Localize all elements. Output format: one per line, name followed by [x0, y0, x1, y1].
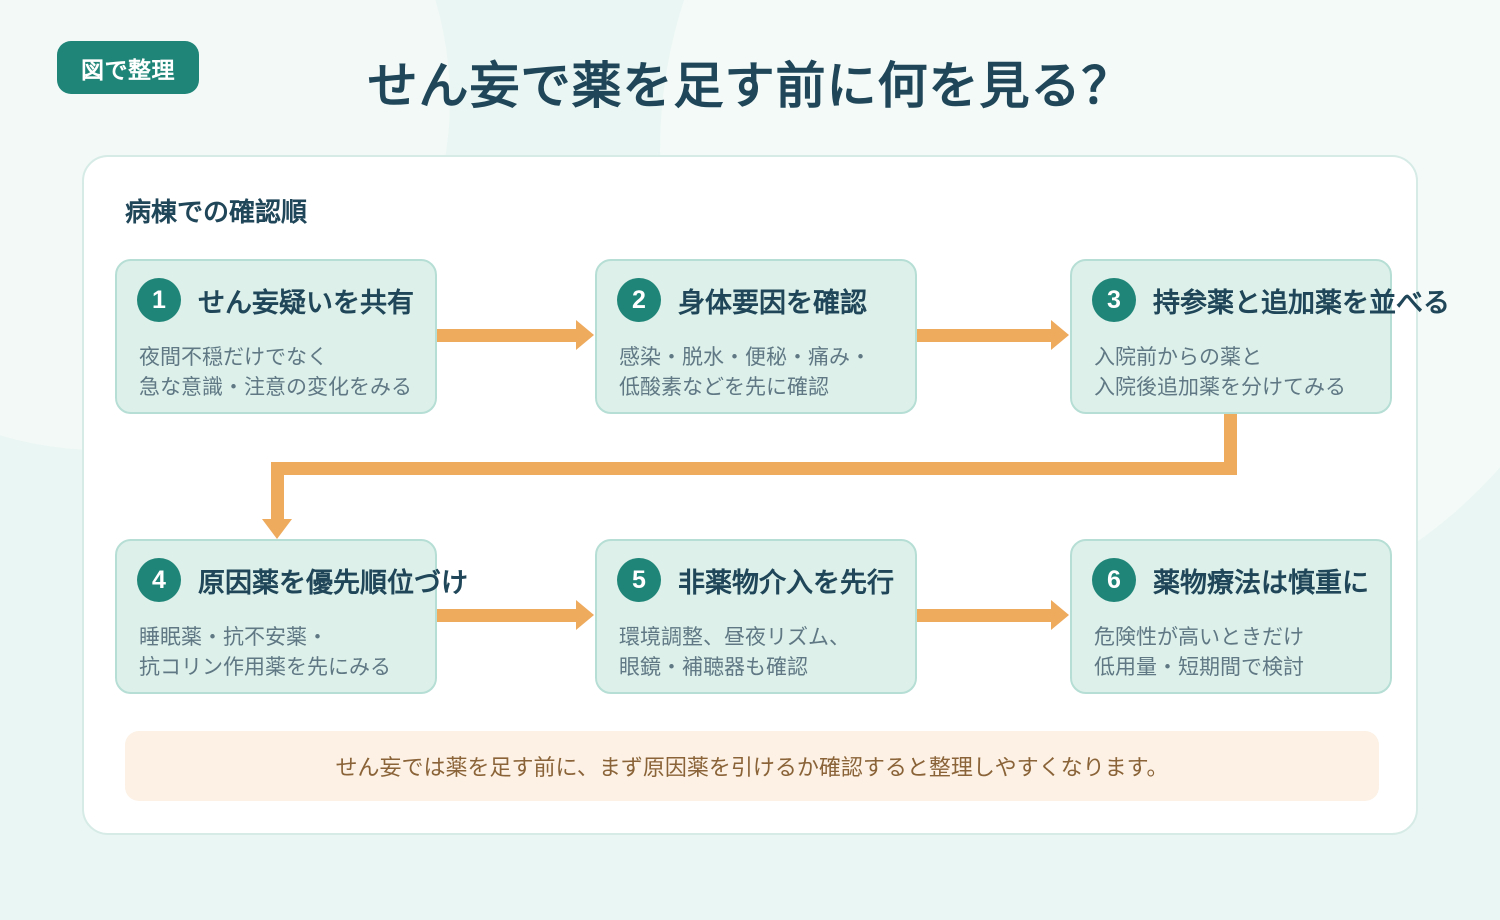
step-card-5[interactable]: 5 非薬物介入を先行 環境調整、昼夜リズム、 眼鏡・補聴器も確認 — [595, 539, 917, 694]
step-2-body: 感染・脱水・便秘・痛み・ 低酸素などを先に確認 — [619, 346, 871, 399]
step-6-header: 6 薬物療法は慎重に — [1092, 558, 1369, 602]
arrow-step4-to-step5 — [437, 600, 594, 630]
connector-step4-down — [271, 462, 284, 522]
step-5-title: 非薬物介入を先行 — [678, 567, 894, 598]
connector-step3-down — [1224, 414, 1237, 474]
step-1-number-badge: 1 — [137, 278, 181, 322]
step-4-number-badge: 4 — [137, 558, 181, 602]
step-card-1[interactable]: 1 せん妄疑いを共有 夜間不穏だけでなく 急な意識・注意の変化をみる — [115, 259, 437, 414]
step-card-3[interactable]: 3 持参薬と追加薬を並べる 入院前からの薬と 入院後追加薬を分けてみる — [1070, 259, 1450, 414]
step-5-body: 環境調整、昼夜リズム、 眼鏡・補聴器も確認 — [619, 626, 850, 679]
step-4-header: 4 原因薬を優先順位づけ — [137, 558, 468, 602]
step-3-number-badge: 3 — [1092, 278, 1136, 322]
arrowhead-into-step4 — [262, 519, 292, 539]
kicker-label: 図で整理 — [81, 56, 175, 83]
panel-heading: 病棟での確認順 — [125, 197, 308, 227]
step-1-body: 夜間不穏だけでなく 急な意識・注意の変化をみる — [139, 346, 412, 399]
header: 図で整理 せん妄で薬を足す前に何を見る？ — [0, 0, 1500, 140]
flow-panel: 病棟での確認順 1 せん妄疑いを共有 夜間不穏だけでなく 急な意識・注意の変化を… — [82, 155, 1450, 835]
step-3-title: 持参薬と追加薬を並べる — [1153, 287, 1450, 318]
arrow-step1-to-step2 — [437, 320, 594, 350]
step-4-body: 睡眠薬・抗不安薬・ 抗コリン作用薬を先にみる — [139, 626, 391, 679]
step-2-number-badge: 2 — [617, 278, 661, 322]
summary-note-text: せん妄では薬を足す前に、まず原因薬を引けるか確認すると整理しやすくなります。 — [335, 755, 1169, 780]
step-2-header: 2 身体要因を確認 — [617, 278, 867, 322]
step-4-title: 原因薬を優先順位づけ — [198, 567, 468, 598]
step-3-header: 3 持参薬と追加薬を並べる — [1092, 278, 1450, 322]
step-card-6[interactable]: 6 薬物療法は慎重に 危険性が高いときだけ 低用量・短期間で検討 — [1070, 539, 1392, 694]
step-1-header: 1 せん妄疑いを共有 — [137, 278, 414, 322]
step-3-body: 入院前からの薬と 入院後追加薬を分けてみる — [1094, 346, 1346, 399]
arrow-step5-to-step6 — [917, 600, 1069, 630]
step-6-body: 危険性が高いときだけ 低用量・短期間で検討 — [1094, 626, 1304, 679]
step-5-number-badge: 5 — [617, 558, 661, 602]
kicker-badge: 図で整理 — [57, 41, 199, 94]
page-title: せん妄で薬を足す前に何を見る？ — [367, 58, 1133, 114]
step-card-4[interactable]: 4 原因薬を優先順位づけ 睡眠薬・抗不安薬・ 抗コリン作用薬を先にみる — [115, 539, 468, 694]
step-1-title: せん妄疑いを共有 — [198, 287, 414, 318]
step-5-header: 5 非薬物介入を先行 — [617, 558, 894, 602]
step-6-title: 薬物療法は慎重に — [1153, 567, 1369, 598]
step-2-title: 身体要因を確認 — [678, 287, 867, 318]
summary-note: せん妄では薬を足す前に、まず原因薬を引けるか確認すると整理しやすくなります。 — [125, 731, 1379, 801]
connector-row-wrap — [271, 462, 1237, 475]
step-6-number-badge: 6 — [1092, 558, 1136, 602]
arrow-step2-to-step3 — [917, 320, 1069, 350]
step-card-2[interactable]: 2 身体要因を確認 感染・脱水・便秘・痛み・ 低酸素などを先に確認 — [595, 259, 917, 414]
